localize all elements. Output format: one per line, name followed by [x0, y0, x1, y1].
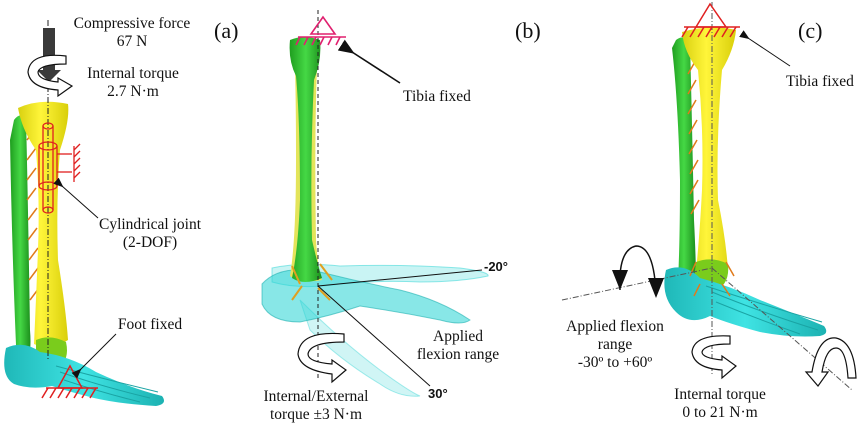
- foot-axis-c: [711, 267, 853, 391]
- foot-ghost-plantarflexed: [299, 299, 421, 397]
- cylindrical-joint-subtitle: (2-DOF): [122, 234, 178, 251]
- tibia-fixed-leader-b: [337, 39, 401, 84]
- applied-flexion-line3-c: -30º to +60º: [577, 354, 653, 371]
- foot-fixed-constraint-icon: [41, 364, 98, 399]
- internal-torque-line1-c: Internal torque: [674, 386, 766, 403]
- torque-arrow-c: [691, 335, 737, 380]
- flexion-arc-arrow: [619, 245, 657, 295]
- flexion-arrowhead-left: [612, 270, 628, 290]
- ankle-ligaments-b: [291, 263, 333, 301]
- tibia-b: [289, 37, 322, 282]
- flexion-angle-upper: -20°: [484, 259, 508, 274]
- panel-a: [4, 20, 165, 406]
- foot-fixed-leader-line: [71, 333, 117, 379]
- internal-torque-label-c: Internal torque 0 to 21 N·m: [660, 386, 780, 422]
- torque-line1-b: Internal/External: [263, 388, 369, 405]
- tibia-c: [682, 27, 736, 277]
- panel-label-c: (c): [798, 18, 823, 43]
- tibia-fixed-label-c: Tibia fixed: [786, 73, 854, 90]
- cylindrical-joint-title: Cylindrical joint: [98, 216, 202, 233]
- panel-label-b: (b): [515, 18, 541, 43]
- applied-flexion-line1-c: Applied flexion: [566, 318, 664, 335]
- panel-c: [561, 2, 857, 391]
- applied-flexion-label-b: Applied flexion range: [408, 328, 508, 364]
- flexion-angle-lower: 30°: [428, 386, 448, 401]
- fibula-c: [672, 37, 696, 285]
- foot-axis-torque-arrow: [804, 337, 857, 387]
- tibia-fixed-leader-c: [739, 30, 791, 67]
- foot-a: [4, 344, 165, 406]
- fibula-a: [10, 115, 31, 361]
- tibia-fixed-constraint-b: [295, 15, 346, 46]
- applied-flexion-label-c: Applied flexion range -30º to +60º: [560, 318, 670, 372]
- joint-leader-line: [53, 177, 99, 219]
- foot-fixed-label: Foot fixed: [117, 316, 183, 333]
- panel-label-a: (a): [214, 18, 239, 43]
- torque-line2-b: torque ±3 N·m: [269, 406, 363, 423]
- flexion-arrowhead-right: [648, 278, 664, 298]
- torque-arrow-b: [297, 332, 347, 384]
- internal-torque-value-a: 2.7 N·m: [107, 83, 159, 100]
- compressive-force-label: Compressive force 67 N: [62, 15, 202, 51]
- torque-arrow-a: [27, 54, 74, 98]
- panel-b: [261, 10, 489, 397]
- ankle-ligaments-c: [689, 261, 735, 297]
- compressive-force-value: 67 N: [116, 33, 148, 50]
- cylindrical-joint-label: Cylindrical joint (2-DOF): [90, 216, 210, 252]
- flexion-line-upper: [317, 269, 483, 287]
- flexion-line-lower: [317, 285, 431, 387]
- foot-c: [664, 267, 827, 337]
- torque-label-b: Internal/External torque ±3 N·m: [256, 388, 376, 424]
- applied-flexion-line2-c: range: [597, 336, 633, 353]
- toe-lines-a: [55, 365, 159, 403]
- internal-torque-label-a: Internal torque 2.7 N·m: [78, 65, 188, 101]
- compressive-force-title: Compressive force: [73, 15, 191, 32]
- applied-flexion-line2-b: flexion range: [416, 346, 500, 363]
- internal-torque-line2-c: 0 to 21 N·m: [682, 404, 758, 421]
- flexion-axis-c: [561, 267, 713, 301]
- tibia-a: [18, 101, 69, 348]
- tibia-fixed-label-b: Tibia fixed: [403, 88, 471, 105]
- internal-torque-title-a: Internal torque: [87, 65, 179, 82]
- applied-flexion-line1-b: Applied: [433, 328, 483, 345]
- tibia-fixed-constraint-c: [681, 2, 740, 38]
